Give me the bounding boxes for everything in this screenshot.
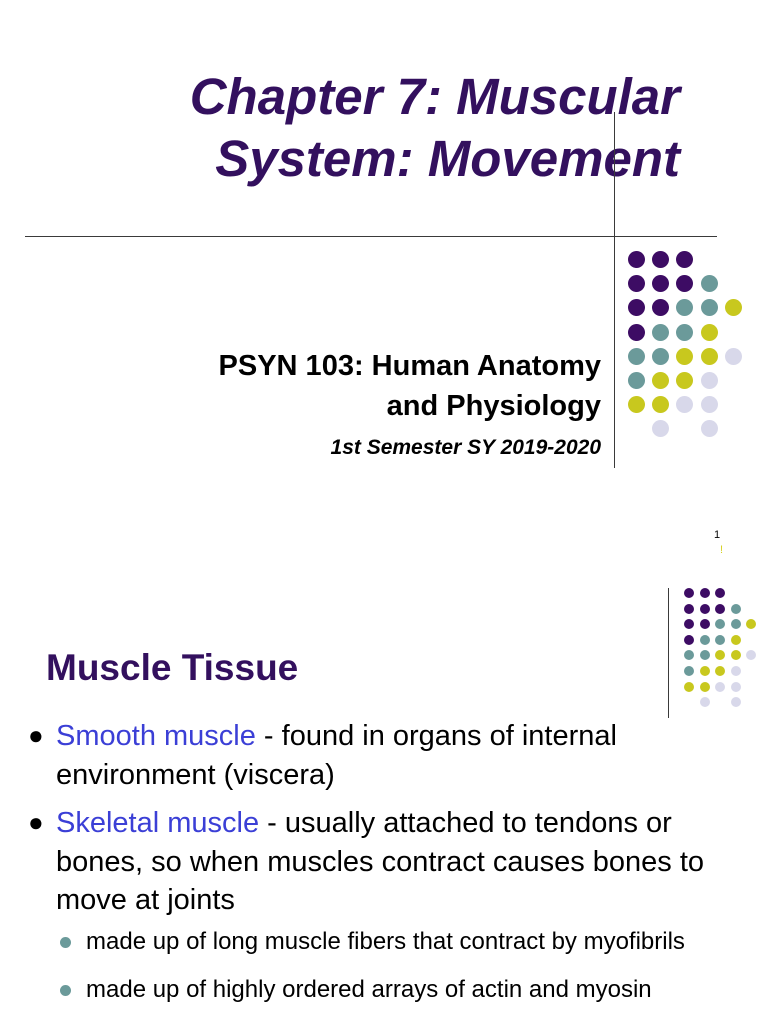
decorative-dot bbox=[676, 299, 694, 317]
decorative-dot bbox=[652, 396, 670, 414]
decorative-dot bbox=[699, 697, 710, 708]
page-number: 1 bbox=[714, 529, 721, 541]
decorative-dot bbox=[652, 323, 670, 341]
bullet-term: Smooth muscle bbox=[56, 720, 256, 752]
decorative-dot bbox=[628, 251, 645, 268]
decorative-dot bbox=[715, 603, 726, 614]
bullet-item: ● Smooth muscle - found in organs of int… bbox=[22, 717, 742, 794]
course-title-line-1: PSYN 103: Human Anatomy bbox=[218, 350, 601, 382]
decorative-dot bbox=[684, 588, 694, 598]
decorative-dot bbox=[730, 666, 741, 676]
decorative-dot bbox=[699, 634, 710, 645]
decorative-dot bbox=[684, 666, 694, 676]
decorative-dot bbox=[676, 396, 694, 414]
page-mark: ! bbox=[720, 544, 724, 556]
decorative-dot bbox=[715, 619, 726, 630]
decorative-dot bbox=[676, 251, 694, 268]
bullet-text: - usually attached to tendons or bones, … bbox=[56, 807, 705, 916]
vertical-divider bbox=[668, 588, 669, 718]
decorative-dot bbox=[628, 275, 645, 293]
decorative-dot bbox=[684, 619, 694, 630]
slide-title: Muscle Tissue bbox=[46, 647, 299, 688]
decorative-dot bbox=[724, 299, 742, 317]
content-slide: Muscle Tissue ● Smooth muscle - found in… bbox=[0, 560, 768, 1024]
sub-bullet-item: made up of long muscle fibers that contr… bbox=[56, 926, 742, 958]
decorative-dot bbox=[652, 251, 670, 268]
decorative-dot bbox=[715, 681, 726, 692]
decorative-dot bbox=[699, 588, 710, 598]
decorative-dot bbox=[700, 347, 718, 365]
decorative-dot bbox=[715, 650, 726, 661]
decorative-dot bbox=[700, 372, 718, 389]
sub-bullet-text: made up of highly ordered arrays of acti… bbox=[86, 975, 652, 1003]
decorative-dot bbox=[715, 666, 726, 676]
decorative-dot bbox=[684, 650, 694, 661]
decorative-dot bbox=[746, 619, 757, 630]
sub-bullet-icon bbox=[60, 984, 71, 996]
decorative-dot bbox=[730, 634, 741, 645]
decorative-dot bbox=[724, 347, 742, 365]
decorative-dot bbox=[628, 299, 645, 317]
decorative-dot bbox=[699, 681, 710, 692]
bullet-list: ● Smooth muscle - found in organs of int… bbox=[22, 717, 742, 1022]
chapter-title-line-1: Chapter 7: Muscular bbox=[189, 68, 680, 125]
decorative-dot bbox=[699, 619, 710, 630]
bullet-icon: ● bbox=[28, 807, 44, 837]
chapter-title-line-2: System: Movement bbox=[215, 130, 680, 187]
decorative-dot bbox=[684, 634, 694, 645]
decorative-dot bbox=[730, 650, 741, 661]
decorative-dot bbox=[676, 372, 694, 389]
decorative-dot bbox=[684, 681, 694, 692]
decorative-dot bbox=[676, 275, 694, 293]
decorative-dot bbox=[700, 396, 718, 414]
decorative-dot bbox=[730, 697, 741, 708]
decorative-dot bbox=[628, 347, 645, 365]
decorative-dot bbox=[684, 603, 694, 614]
decorative-dot bbox=[700, 275, 718, 293]
semester-label: 1st Semester SY 2019-2020 bbox=[330, 436, 601, 459]
decorative-dot bbox=[652, 299, 670, 317]
decorative-dot bbox=[746, 650, 757, 661]
decorative-dot bbox=[715, 634, 726, 645]
decorative-dot bbox=[730, 603, 741, 614]
decorative-dot bbox=[730, 681, 741, 692]
decorative-dot bbox=[652, 347, 670, 365]
decorative-dot bbox=[628, 396, 645, 414]
decorative-dot bbox=[628, 323, 645, 341]
decorative-dot bbox=[730, 619, 741, 630]
sub-bullet-icon bbox=[60, 936, 71, 948]
title-slide: Chapter 7: Muscular System: Movement PSY… bbox=[25, 66, 742, 556]
title-divider bbox=[25, 236, 717, 237]
vertical-divider bbox=[614, 112, 615, 468]
bullet-term: Skeletal muscle bbox=[56, 807, 260, 839]
decorative-dot bbox=[676, 323, 694, 341]
decorative-dot bbox=[715, 588, 726, 598]
decorative-dot bbox=[628, 372, 645, 389]
decorative-dot bbox=[652, 275, 670, 293]
chapter-title: Chapter 7: Muscular System: Movement bbox=[100, 66, 680, 190]
decorative-dot bbox=[676, 347, 694, 365]
course-title-line-2: and Physiology bbox=[386, 390, 601, 422]
decorative-dot bbox=[700, 420, 718, 438]
sub-bullet-list: made up of long muscle fibers that contr… bbox=[56, 926, 742, 1006]
bullet-icon: ● bbox=[28, 720, 44, 750]
sub-bullet-text: made up of long muscle fibers that contr… bbox=[86, 927, 685, 955]
decorative-dot bbox=[699, 603, 710, 614]
bullet-item: ● Skeletal muscle - usually attached to … bbox=[22, 804, 742, 1006]
decorative-dot bbox=[652, 420, 670, 438]
decorative-dot bbox=[652, 372, 670, 389]
decorative-dot bbox=[699, 666, 710, 676]
decorative-dot bbox=[700, 323, 718, 341]
sub-bullet-item: made up of highly ordered arrays of acti… bbox=[56, 974, 742, 1006]
decorative-dot bbox=[699, 650, 710, 661]
decorative-dot bbox=[700, 299, 718, 317]
bullet-text: - found in organs of internal environmen… bbox=[56, 720, 617, 791]
course-title: PSYN 103: Human Anatomy and Physiology bbox=[120, 346, 601, 426]
